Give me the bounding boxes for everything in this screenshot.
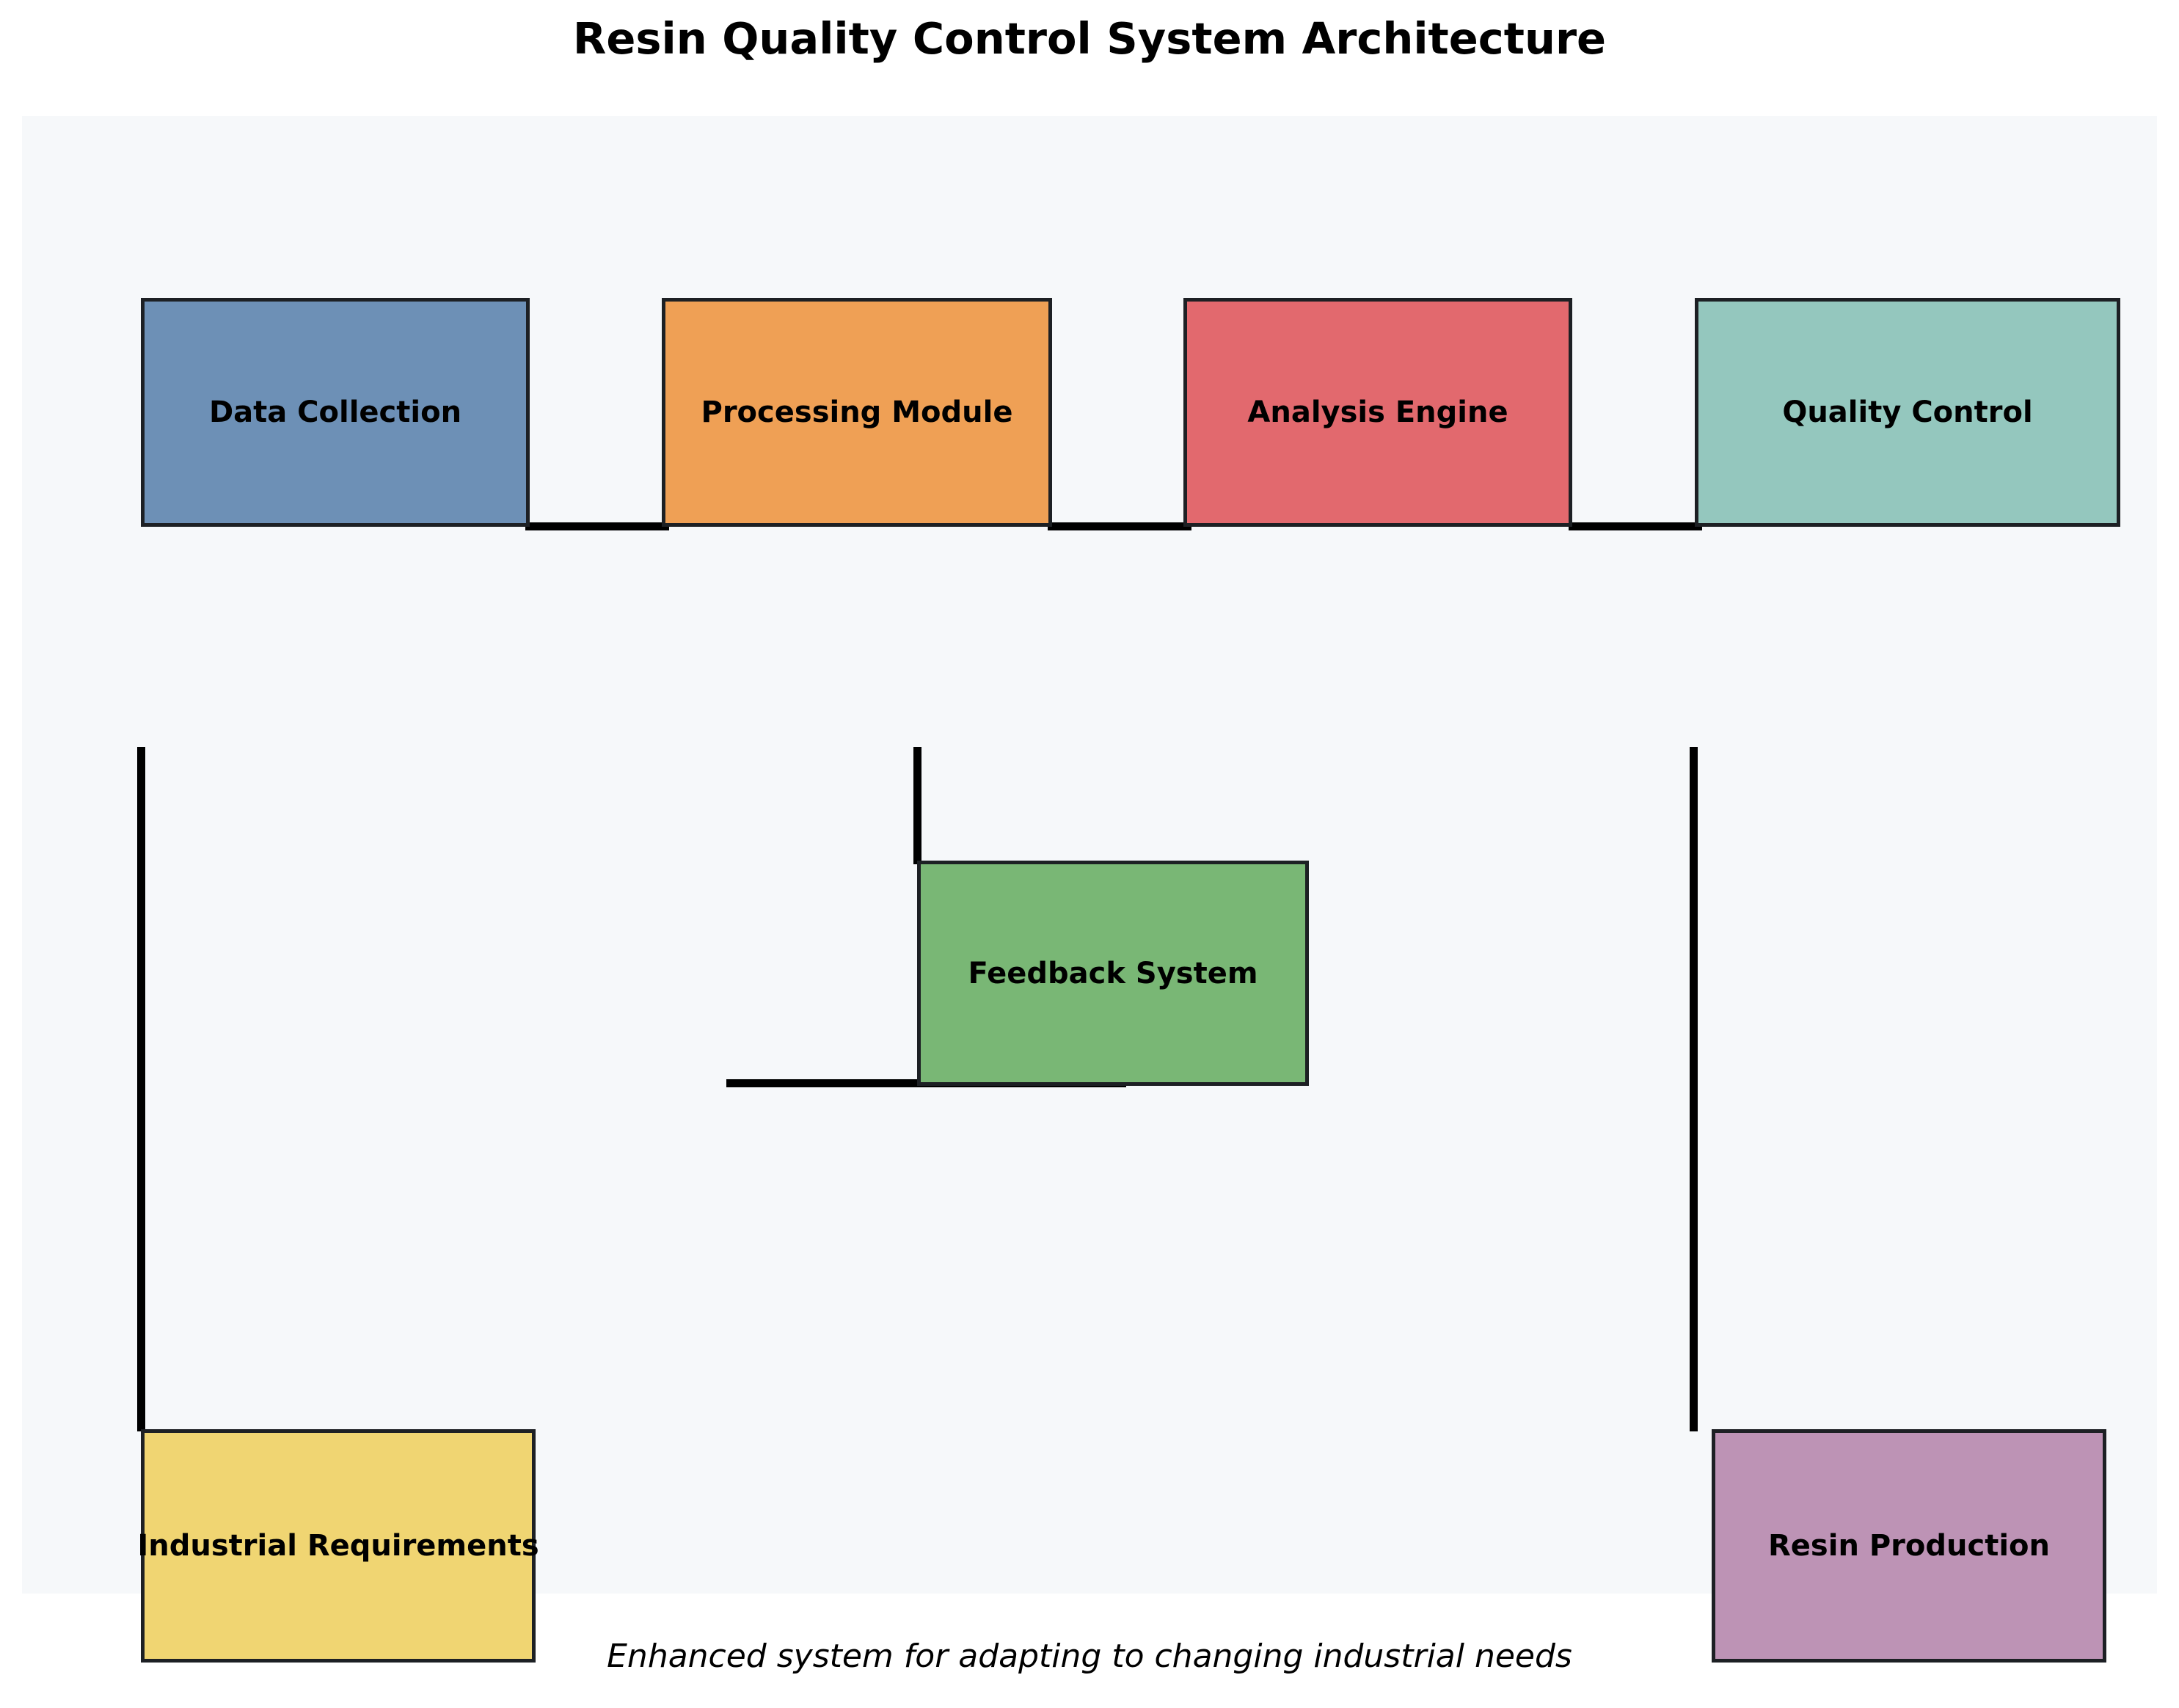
node-analysis-engine-label: Analysis Engine xyxy=(1247,395,1508,429)
node-quality-control-label: Quality Control xyxy=(1782,395,2033,429)
node-resin-production[interactable]: Resin Production xyxy=(1712,1429,2106,1663)
node-quality-control[interactable]: Quality Control xyxy=(1695,298,2120,527)
node-feedback-system-label: Feedback System xyxy=(968,956,1258,990)
node-resin-production-label: Resin Production xyxy=(1768,1529,2050,1563)
connector-quality-control-to-resin-production xyxy=(1690,747,1698,1431)
node-data-collection[interactable]: Data Collection xyxy=(141,298,530,527)
connector-industrial-requirements-to-data-collection xyxy=(137,747,145,1431)
connector-data-collection-to-processing-module xyxy=(525,522,669,530)
node-industrial-requirements[interactable]: Industrial Requirements xyxy=(137,1429,539,1663)
connector-processing-module-to-analysis-engine xyxy=(1048,522,1191,530)
connector-analysis-engine-to-quality-control xyxy=(1569,522,1702,530)
node-processing-module-label: Processing Module xyxy=(701,395,1013,429)
page-title: Resin Quality Control System Architectur… xyxy=(572,13,1607,64)
node-industrial-requirements-label: Industrial Requirements xyxy=(137,1529,539,1563)
node-processing-module[interactable]: Processing Module xyxy=(662,298,1052,527)
figure-caption: Enhanced system for adapting to changing… xyxy=(607,1638,1572,1675)
node-feedback-system[interactable]: Feedback System xyxy=(917,861,1309,1086)
node-analysis-engine[interactable]: Analysis Engine xyxy=(1183,298,1572,527)
diagram-panel: Data Collection Processing Module Analys… xyxy=(22,116,2157,1663)
connector-feedback-system-vertical-stub xyxy=(913,747,921,864)
node-data-collection-label: Data Collection xyxy=(208,395,462,429)
